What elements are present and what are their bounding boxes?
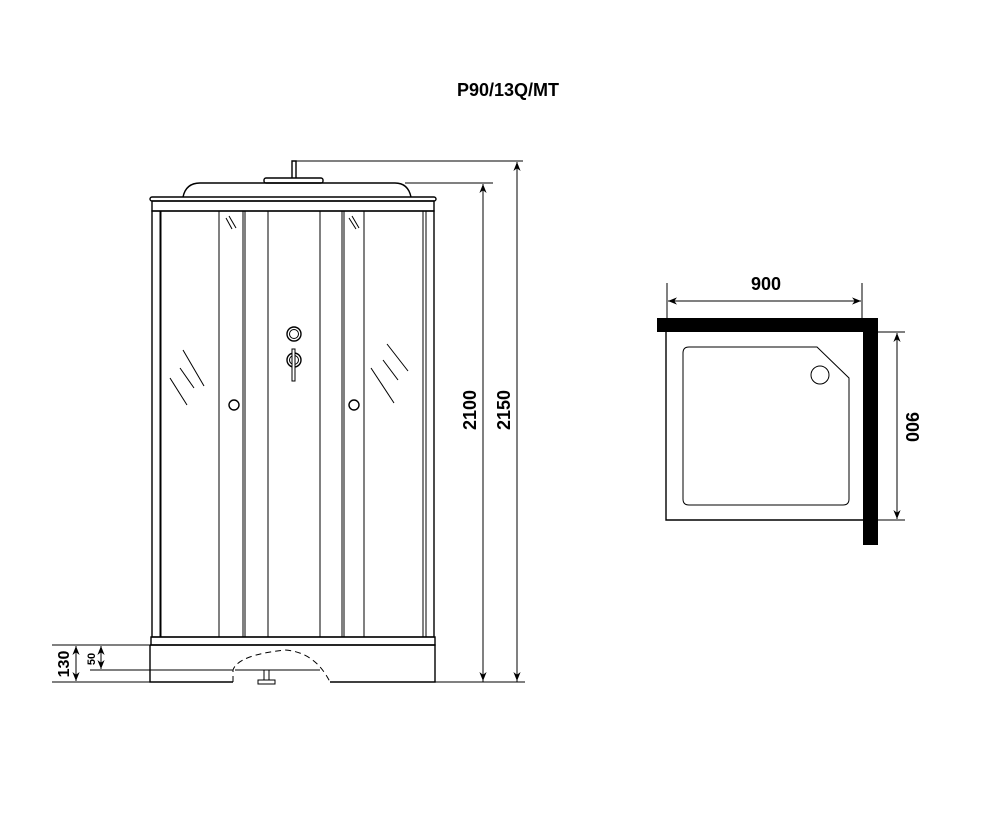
drain-icon [810, 365, 830, 385]
front-view: 2150 2100 130 50 [52, 160, 525, 685]
glass-reflection-marks [169, 215, 409, 406]
dim-depth: 900 [902, 412, 922, 442]
dim-width: 900 [751, 274, 781, 294]
panels [151, 210, 435, 638]
adjustable-foot [263, 669, 270, 681]
dim-tray-inner: 50 [86, 653, 98, 665]
shower-control-knob [286, 326, 302, 342]
plan-view: 900 900 [657, 274, 922, 545]
wall-side [863, 318, 878, 545]
front-dimensions [52, 160, 525, 683]
door-handle-right [348, 399, 360, 411]
door-handle-left [228, 399, 240, 411]
wall-back [657, 318, 878, 332]
dim-total-height: 2150 [494, 390, 514, 430]
drawing-title: P90/13Q/MT [457, 80, 559, 100]
dim-tray-height: 130 [56, 651, 73, 678]
dim-cabin-height: 2100 [460, 390, 480, 430]
tray-inner-outline [682, 346, 850, 506]
mixer-lever [291, 348, 296, 382]
